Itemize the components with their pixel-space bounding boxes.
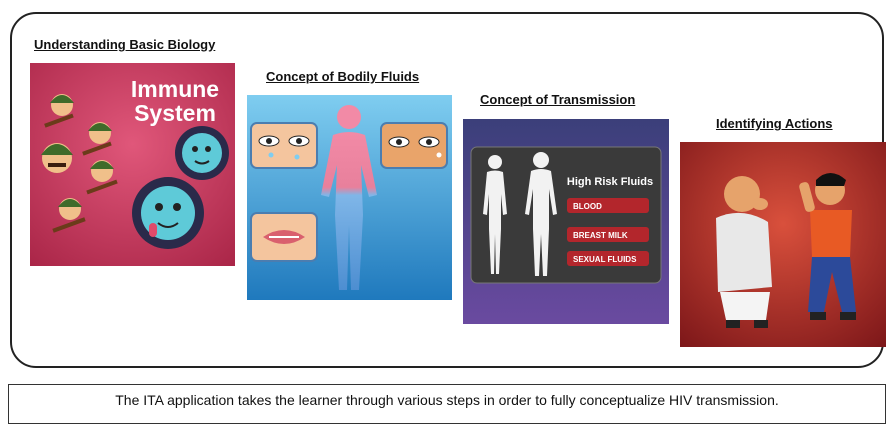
caption-box: The ITA application takes the learner th…: [8, 384, 886, 424]
immune-title-line1: Immune: [131, 76, 219, 102]
heading-basic-biology: Understanding Basic Biology: [34, 37, 215, 52]
virus-icon: [132, 177, 204, 249]
high-risk-fluids-title: High Risk Fluids: [567, 176, 653, 188]
heading-bodily-fluids: Concept of Bodily Fluids: [266, 69, 419, 84]
heading-identifying-actions: Identifying Actions: [716, 116, 833, 131]
fluid-label-breast-milk: BREAST MILK: [573, 231, 628, 240]
transmission-illustration: High Risk Fluids BLOOD BREAST MILK SEXUA…: [463, 119, 669, 324]
virus-icon: [175, 126, 229, 180]
fluid-label-blood: BLOOD: [573, 202, 602, 211]
heading-transmission: Concept of Transmission: [480, 92, 635, 107]
immune-title-line2: System: [134, 100, 216, 126]
eyes-sweat-icon: [381, 123, 447, 168]
bodily-fluids-illustration: [247, 95, 452, 300]
fluid-label-sexual-fluids: SEXUAL FLUIDS: [573, 255, 637, 264]
figure-caption: The ITA application takes the learner th…: [9, 392, 885, 408]
identifying-actions-illustration: [680, 142, 886, 347]
mouth-saliva-icon: [251, 213, 317, 261]
immune-system-illustration: Immune System: [30, 63, 235, 266]
eyes-tears-icon: [251, 123, 317, 168]
